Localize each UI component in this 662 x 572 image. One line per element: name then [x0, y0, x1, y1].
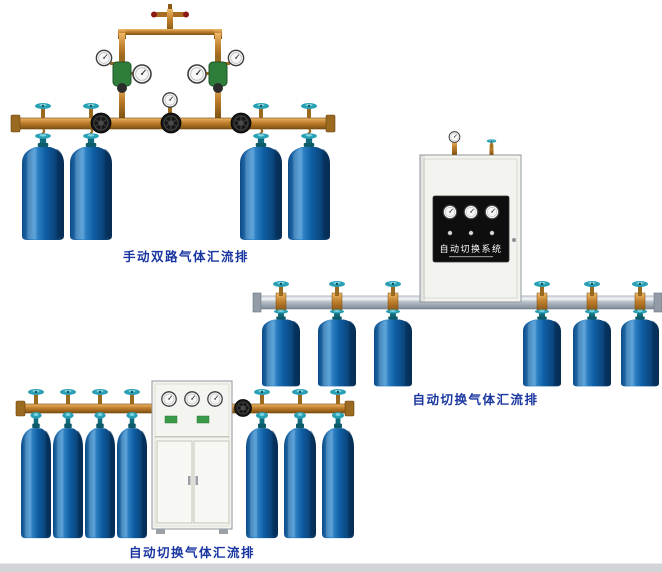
gas-cylinder — [70, 133, 112, 240]
bar-inlet-valve — [60, 389, 76, 404]
panel-gauge — [484, 204, 500, 220]
caption-auto-switch-floor: 自动切换气体汇流排 — [128, 546, 255, 560]
tube-valve — [273, 281, 289, 296]
right-regulator — [187, 49, 245, 94]
gas-cylinder — [621, 309, 659, 387]
shutoff-handwheel — [233, 398, 253, 418]
cabinet-gauge — [207, 391, 223, 407]
bottom-strip — [0, 563, 662, 572]
cabinet-gauge — [184, 391, 200, 407]
cabinet-lock — [512, 238, 516, 242]
bar-inlet-valve — [330, 389, 346, 404]
cabinet-top-gauge — [448, 131, 461, 143]
gas-cylinder — [374, 309, 412, 387]
bar-inlet-valve — [35, 103, 51, 118]
cabinet-panel-label: 自动切换系统 — [439, 243, 502, 254]
gas-cylinder — [117, 412, 147, 539]
tube-valve — [385, 281, 401, 296]
manifold-piping — [118, 4, 222, 118]
cabinet-gauge — [161, 391, 177, 407]
tube-valve — [329, 281, 345, 296]
floor-cabinet — [151, 380, 233, 534]
bar-inlet-valve — [253, 103, 269, 118]
cylinder-group — [22, 133, 330, 240]
center-gauge — [162, 92, 178, 108]
cabinet-top-valve — [486, 139, 497, 149]
gas-cylinder — [22, 133, 64, 240]
product-manual-dual-manifold — [10, 4, 336, 240]
panel-indicator — [468, 230, 474, 236]
cabinet-door-right — [193, 440, 230, 524]
door-handle — [188, 476, 191, 485]
caption-auto-switch-wall: 自动切换气体汇流排 — [412, 393, 539, 407]
gas-cylinder — [21, 412, 51, 539]
panel-gauge — [463, 204, 479, 220]
panel-indicator — [489, 230, 495, 236]
bar-inlet-valve — [292, 389, 308, 404]
bar-inlet-valve — [301, 103, 317, 118]
shutoff-handwheel — [160, 112, 182, 134]
cabinet-green-label — [164, 415, 178, 424]
left-regulator — [95, 49, 152, 94]
tube-valve — [632, 281, 648, 296]
gas-cylinder — [85, 412, 115, 539]
bar-inlet-valve — [254, 389, 270, 404]
gas-cylinder — [284, 412, 316, 539]
product-auto-switch-wall: 自动切换系统 — [252, 131, 662, 387]
gas-cylinder — [322, 412, 354, 539]
cabinet-foot — [219, 529, 228, 534]
gas-cylinder — [53, 412, 83, 539]
control-cabinet: 自动切换系统 — [419, 131, 522, 303]
gas-cylinder — [246, 412, 278, 539]
shutoff-handwheel — [90, 112, 112, 134]
cabinet-green-label — [196, 415, 210, 424]
tube-valve — [584, 281, 600, 296]
bar-inlet-valve — [92, 389, 108, 404]
cylinder-group — [262, 309, 659, 387]
bar-inlet-valve — [124, 389, 140, 404]
cabinet-foot — [156, 529, 165, 534]
product-auto-switch-floor — [15, 380, 355, 539]
tube-couplings — [275, 292, 646, 313]
door-handle — [195, 476, 198, 485]
caption-manual-dual-manifold: 手动双路气体汇流排 — [122, 250, 249, 264]
cabinet-door-left — [156, 440, 193, 524]
gas-cylinder — [240, 133, 282, 240]
gas-cylinder — [288, 133, 330, 240]
panel-gauge — [442, 204, 458, 220]
gas-cylinder — [523, 309, 561, 387]
tube-valve — [534, 281, 550, 296]
shutoff-handwheel — [230, 112, 252, 134]
bar-inlet-valve — [28, 389, 44, 404]
panel-indicator — [447, 230, 453, 236]
gas-cylinder — [262, 309, 300, 387]
gas-cylinder — [573, 309, 611, 387]
gas-cylinder — [318, 309, 356, 387]
